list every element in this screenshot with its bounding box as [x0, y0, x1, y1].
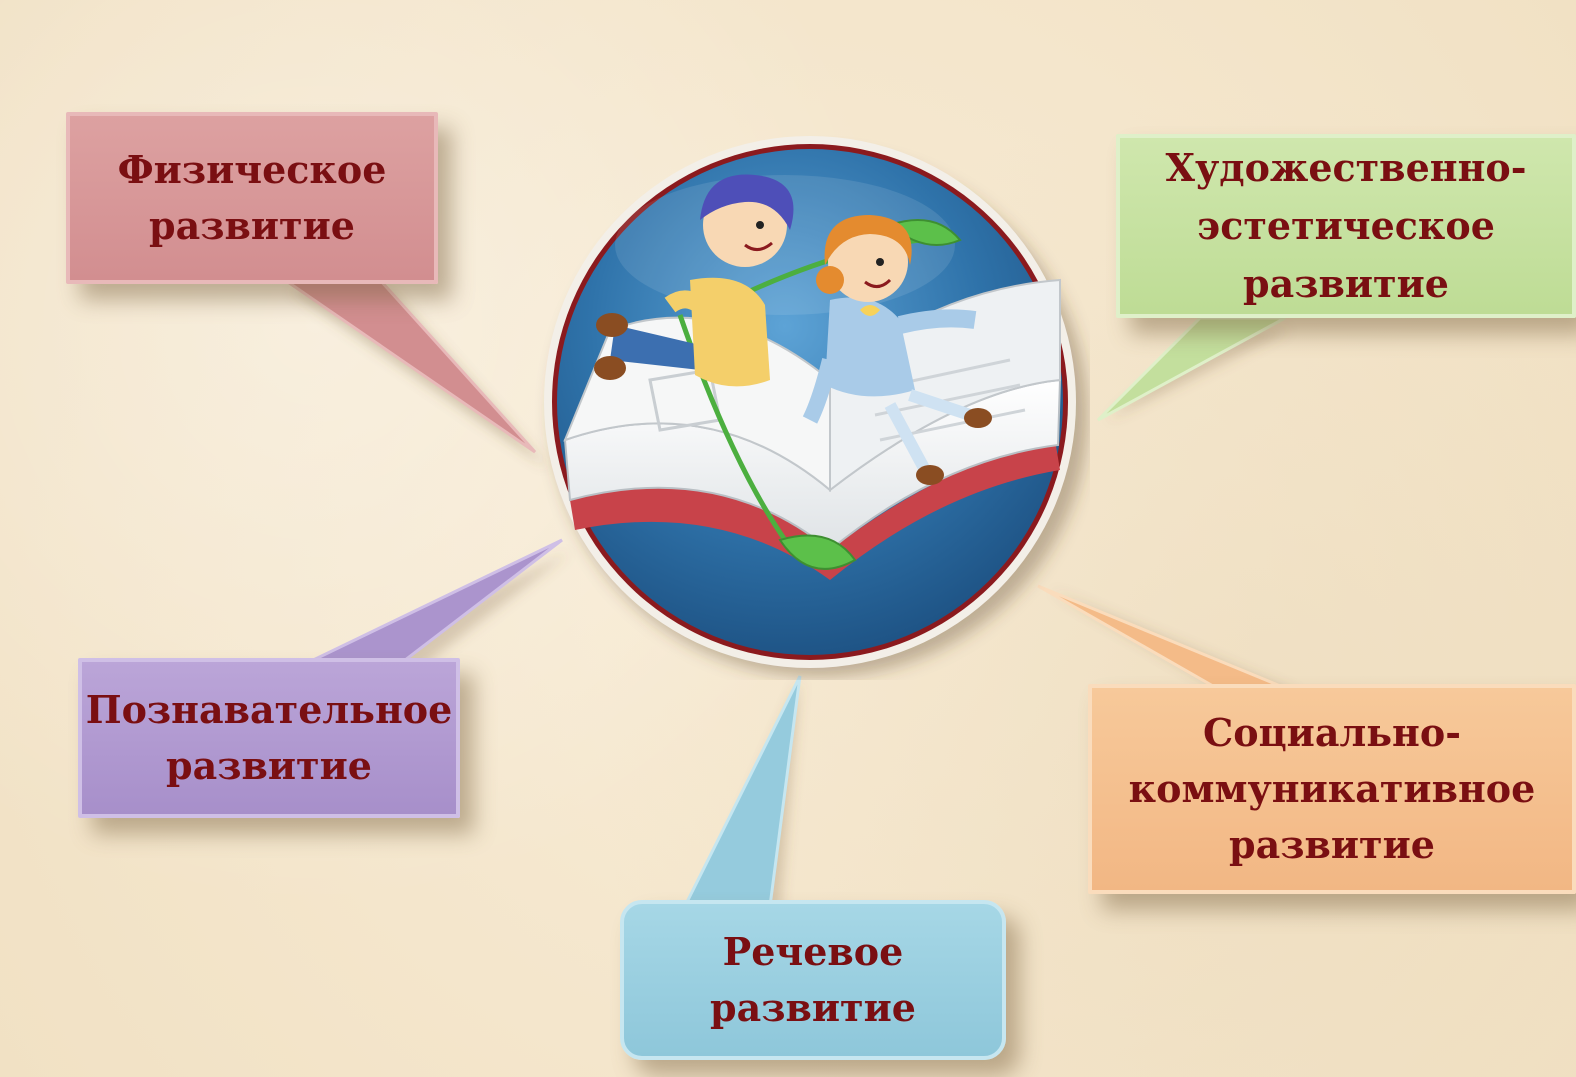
callout-text-line: Художественно- [1165, 145, 1527, 190]
callout-text-line: Социально- [1203, 710, 1461, 755]
callout-text-line: Речевое [722, 929, 904, 974]
children-on-book-illustration [544, 136, 1088, 677]
callout-tail-physical [280, 278, 537, 454]
callout-cognitive-development: Познавательное развитие [78, 658, 460, 818]
callout-text-line: развитие [1229, 822, 1435, 867]
callout-speech-development: Речевое развитие [620, 900, 1006, 1060]
callout-text-line: эстетическое [1197, 203, 1495, 248]
callout-tail-artistic [1096, 316, 1286, 422]
girl-character [802, 215, 992, 485]
callout-text-line: развитие [1243, 261, 1449, 306]
callout-physical-development: Физическое развитие [66, 112, 438, 284]
boy-character [594, 174, 794, 387]
callout-text-line: развитие [166, 743, 372, 788]
callout-text-line: коммуникативное [1128, 766, 1536, 811]
callout-text-line: развитие [149, 203, 355, 248]
callout-text-line: развитие [710, 985, 916, 1030]
callout-text-line: Физическое [117, 147, 387, 192]
callout-text-line: Познавательное [85, 687, 453, 732]
leaf-icon [778, 534, 857, 570]
callout-social-development: Социально- коммуникативное развитие [1088, 684, 1576, 894]
callout-artistic-development: Художественно- эстетическое развитие [1116, 134, 1576, 318]
